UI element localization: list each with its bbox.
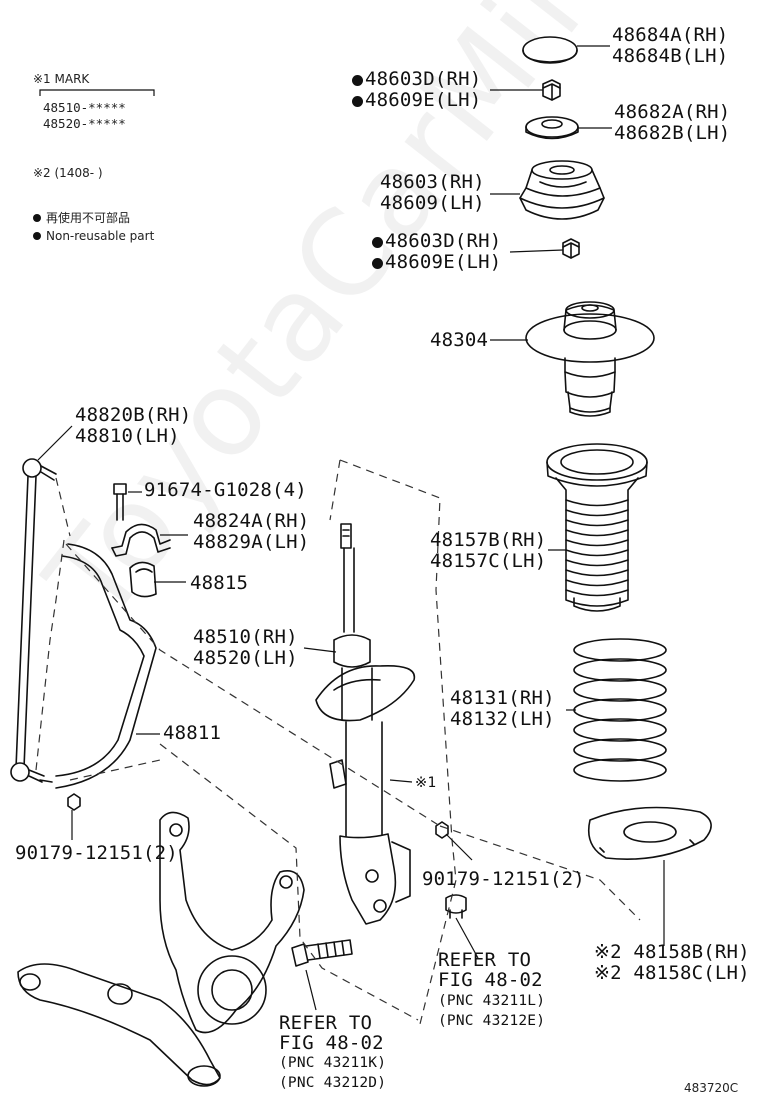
label-48157c[interactable]: 48157C(LH) <box>430 550 547 572</box>
label-48609e-bottom[interactable]: 48609E(LH) <box>372 252 501 273</box>
refer-right-line-2: FIG 48-02 <box>438 969 543 991</box>
mark-title: ※1 MARK <box>33 72 90 86</box>
non-reusable-dot-icon <box>372 237 383 248</box>
refer-right-line-4: (PNC 43212E) <box>438 1013 546 1029</box>
refer-right-line-1: REFER TO <box>438 949 532 971</box>
label-48158b[interactable]: ※2 48158B(RH) <box>594 941 750 963</box>
nut-left-drawing <box>67 793 81 811</box>
suspension-support-drawing <box>519 160 605 220</box>
legend-jp: 再使用不可部品 <box>33 211 130 226</box>
non-reusable-dot-icon <box>352 75 363 86</box>
figure-code: 483720C <box>684 1081 739 1095</box>
nut-bottom-drawing <box>562 238 580 259</box>
refer-left-line-4: (PNC 43212D) <box>279 1075 387 1091</box>
refer-left-line-2: FIG 48-02 <box>279 1032 384 1054</box>
bullet-icon <box>33 214 41 222</box>
label-mark-1: ※1 <box>415 775 437 791</box>
label-48131[interactable]: 48131(RH) <box>450 687 555 709</box>
non-reusable-dot-icon <box>352 96 363 107</box>
label-91674[interactable]: 91674-G1028(4) <box>144 479 307 501</box>
dust-cap-drawing <box>522 36 578 64</box>
strut-drawing <box>315 523 416 925</box>
label-48603d-bottom[interactable]: 48603D(RH) <box>372 231 501 252</box>
dust-boot-drawing <box>546 443 648 612</box>
label-48609e-top[interactable]: 48609E(LH) <box>352 90 481 111</box>
date-note: ※2 (1408- ) <box>33 166 103 180</box>
label-48520[interactable]: 48520(LH) <box>193 647 298 669</box>
bullet-icon <box>33 232 41 240</box>
bushing-drawing <box>129 561 157 598</box>
non-reusable-dot-icon <box>372 258 383 269</box>
label-48158c[interactable]: ※2 48158C(LH) <box>594 962 750 984</box>
bumper-drawing <box>525 301 655 417</box>
refer-left-line-3: (PNC 43211K) <box>279 1055 387 1071</box>
mark-line-1: 48510-***** <box>43 100 126 115</box>
stabilizer-link-drawing <box>10 458 57 783</box>
label-48829a[interactable]: 48829A(LH) <box>193 531 310 553</box>
label-48603[interactable]: 48603(RH) <box>380 171 485 193</box>
label-48815[interactable]: 48815 <box>190 572 249 594</box>
label-48811[interactable]: 48811 <box>163 722 222 744</box>
label-48810[interactable]: 48810(LH) <box>75 425 180 447</box>
washer-drawing <box>525 116 579 140</box>
lower-arm-drawing <box>17 963 221 1087</box>
lower-insulator-drawing <box>587 806 712 860</box>
label-48157b[interactable]: 48157B(RH) <box>430 529 547 551</box>
label-48132[interactable]: 48132(LH) <box>450 708 555 730</box>
label-48824a[interactable]: 48824A(RH) <box>193 510 310 532</box>
label-48304[interactable]: 48304 <box>430 329 489 351</box>
label-90179-right[interactable]: 90179-12151(2) <box>422 868 585 890</box>
label-48684a[interactable]: 48684A(RH) <box>612 24 729 46</box>
refer-right-line-3: (PNC 43211L) <box>438 993 546 1009</box>
label-48820b[interactable]: 48820B(RH) <box>75 404 192 426</box>
nut-top-drawing <box>542 79 561 101</box>
label-48682b[interactable]: 48682B(LH) <box>614 122 731 144</box>
label-90179-left[interactable]: 90179-12151(2) <box>15 842 178 864</box>
bolt-small-drawing <box>113 483 127 521</box>
label-48603d-top[interactable]: 48603D(RH) <box>352 69 481 90</box>
label-48682a[interactable]: 48682A(RH) <box>614 101 731 123</box>
label-48609[interactable]: 48609(LH) <box>380 192 485 214</box>
mark-line-2: 48520-***** <box>43 116 126 131</box>
refer-left-line-1: REFER TO <box>279 1012 373 1034</box>
bushing-bracket-drawing <box>111 523 171 557</box>
steering-knuckle-drawing <box>159 811 305 1034</box>
nut-right-drawing <box>435 821 449 839</box>
label-48510[interactable]: 48510(RH) <box>193 626 298 648</box>
legend-en: Non-reusable part <box>33 229 154 244</box>
label-48684b[interactable]: 48684B(LH) <box>612 45 729 67</box>
